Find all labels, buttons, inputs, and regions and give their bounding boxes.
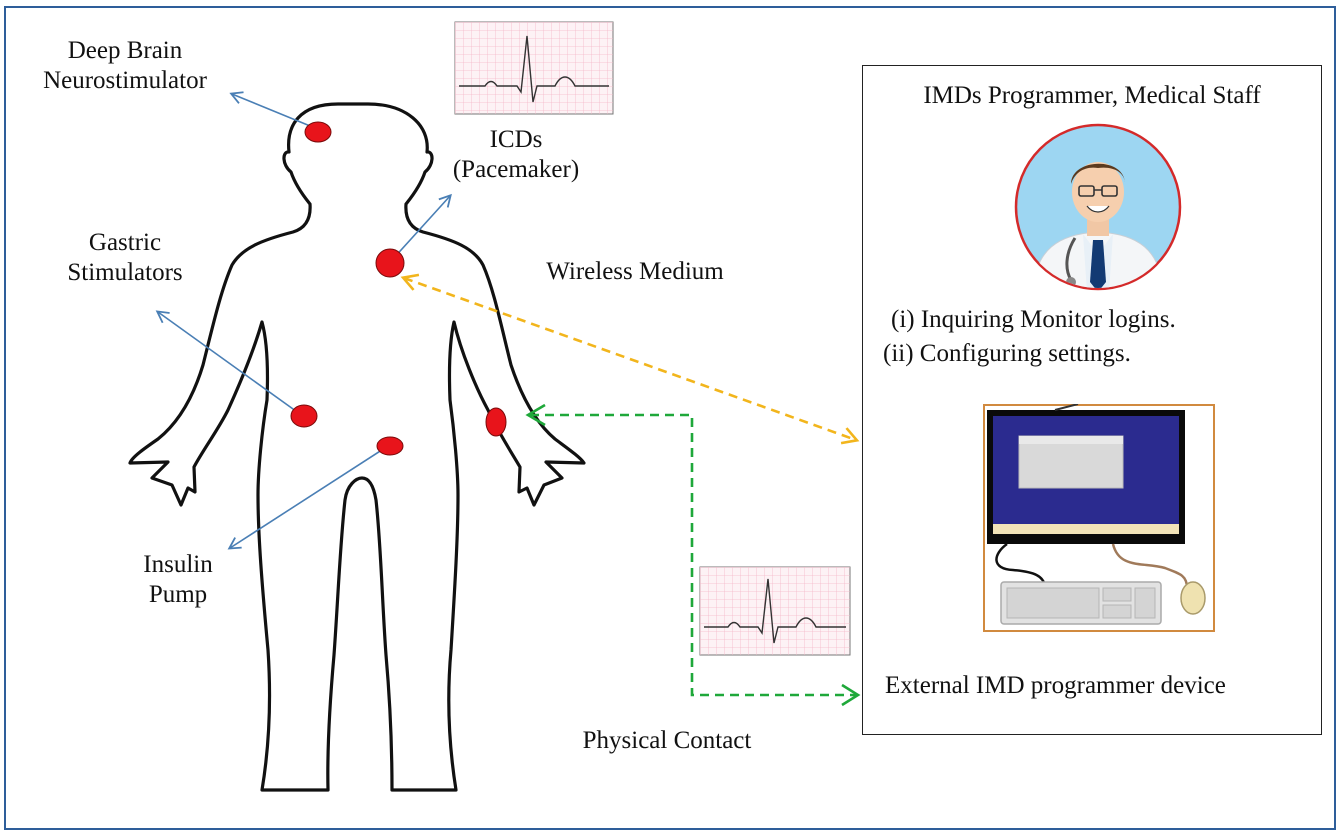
gastric-label-line2: Stimulators	[67, 259, 183, 286]
physical-arrowhead-left	[525, 403, 546, 427]
insulin-implant-dot	[376, 436, 404, 456]
panel-title: IMDs Programmer, Medical Staff	[923, 82, 1261, 109]
icd-implant-dot	[375, 248, 405, 278]
desktop-computer-icon	[983, 404, 1215, 632]
physical-link-path	[530, 413, 856, 697]
human-body-outline	[128, 102, 586, 792]
brain-label-line1: Deep Brain	[67, 37, 183, 64]
gastric-label-line1: Gastric	[88, 229, 162, 256]
gastric-label: Gastric Stimulators	[40, 228, 210, 288]
programmer-panel: IMDs Programmer, Medical Staff (i) Inqui…	[862, 65, 1322, 735]
gastric-pointer-arrow	[155, 310, 301, 415]
icd-pointer-arrow	[391, 193, 452, 261]
insulin-label: Insulin Pump	[118, 550, 238, 610]
physical-contact-label: Physical Contact	[582, 727, 752, 754]
icd-label-line1: ICDs	[489, 126, 543, 153]
brain-implant-dot	[304, 121, 332, 143]
brain-pointer-arrow	[229, 91, 316, 129]
ecg-waveform-icon-2	[699, 566, 851, 656]
icd-label-line2: (Pacemaker)	[452, 156, 580, 183]
brain-label: Deep Brain Neurostimulator	[20, 36, 230, 96]
device-caption: External IMD programmer device	[885, 672, 1226, 699]
insulin-label-line1: Insulin	[143, 551, 213, 578]
ecg-waveform-icon	[454, 21, 614, 115]
icd-label: ICDs (Pacemaker)	[426, 125, 606, 185]
gastric-implant-dot	[290, 404, 318, 428]
insulin-label-line2: Pump	[148, 581, 208, 608]
figure-frame	[4, 6, 1336, 830]
brain-label-line2: Neurostimulator	[43, 67, 207, 94]
task-configure-settings: (ii) Configuring settings.	[883, 340, 1131, 367]
wireless-medium-label: Wireless Medium	[546, 258, 724, 285]
insulin-pointer-arrow	[227, 445, 389, 550]
doctor-avatar-icon	[1014, 123, 1182, 291]
wrist-implant-dot	[485, 407, 507, 437]
task-inquire-logins: (i) Inquiring Monitor logins.	[891, 306, 1176, 333]
physical-arrowhead-right	[841, 683, 861, 707]
wireless-link-arrow	[404, 278, 856, 440]
